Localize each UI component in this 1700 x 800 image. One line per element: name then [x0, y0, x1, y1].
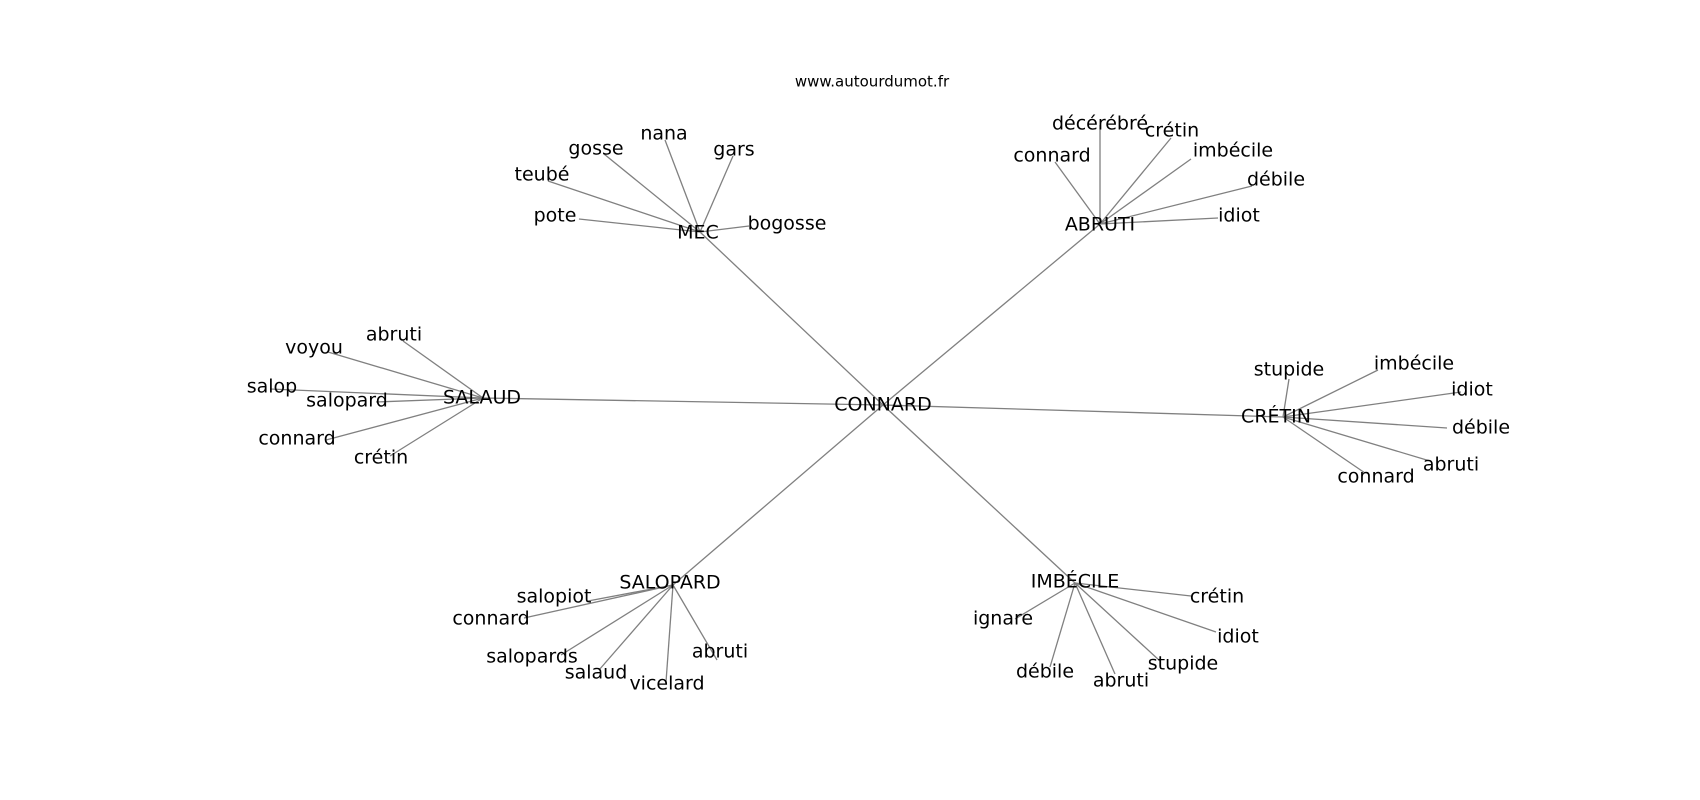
root-hub-edge	[882, 223, 1101, 406]
leaf-word-label[interactable]: crétin	[1145, 120, 1199, 142]
hub-leaf-edge	[664, 139, 701, 233]
root-hub-edge	[882, 404, 1076, 584]
leaf-word-label[interactable]: décérébré	[1052, 113, 1148, 135]
leaf-word-label[interactable]: teubé	[515, 164, 570, 186]
hub-leaf-edge	[1099, 185, 1253, 225]
hub-leaf-edge	[1054, 161, 1101, 225]
leaf-word-label[interactable]: débile	[1452, 417, 1510, 439]
leaf-word-label[interactable]: pote	[534, 205, 577, 227]
hub-leaf-edge	[1282, 416, 1448, 429]
hub-leaf-edge	[560, 584, 674, 656]
leaf-word-label[interactable]: stupide	[1148, 653, 1218, 675]
root-hub-edge	[882, 404, 1284, 418]
hub-leaf-edge	[269, 388, 484, 399]
hub-leaf-edge	[1049, 582, 1076, 668]
leaf-word-label[interactable]: salopards	[486, 646, 578, 668]
leaf-word-label[interactable]: abruti	[692, 641, 748, 663]
leaf-word-label[interactable]: ignare	[973, 608, 1033, 630]
hub-leaf-edge	[402, 340, 484, 399]
leaf-word-label[interactable]: bogosse	[748, 213, 827, 235]
leaf-word-label[interactable]: nana	[640, 123, 687, 145]
hub-word-label[interactable]: ABRUTI	[1065, 214, 1135, 236]
hub-leaf-edge	[1282, 378, 1290, 418]
hub-leaf-edge	[1074, 582, 1161, 662]
leaf-word-label[interactable]: vicelard	[629, 673, 704, 695]
leaf-word-label[interactable]: voyou	[285, 337, 343, 359]
leaf-word-label[interactable]: salopard	[306, 390, 388, 412]
hub-leaf-edge	[603, 153, 701, 233]
hub-leaf-edge	[1282, 416, 1431, 462]
hub-leaf-edge	[523, 584, 674, 619]
hub-leaf-edge	[327, 351, 484, 399]
hub-leaf-edge	[1282, 391, 1462, 418]
leaf-word-label[interactable]: débile	[1247, 169, 1305, 191]
root-hub-edge	[672, 404, 884, 586]
leaf-word-label[interactable]: idiot	[1217, 626, 1259, 648]
root-word-label[interactable]: CONNARD	[834, 394, 931, 416]
hub-word-label[interactable]: IMBÉCILE	[1031, 570, 1120, 593]
hub-leaf-edge	[1099, 137, 1172, 225]
hub-leaf-edge	[1074, 582, 1116, 675]
hub-word-label[interactable]: MEC	[677, 222, 719, 244]
leaf-word-label[interactable]: crétin	[1190, 586, 1244, 608]
leaf-word-label[interactable]: connard	[1337, 466, 1414, 488]
hub-leaf-edge	[665, 584, 674, 683]
leaf-word-label[interactable]: abruti	[366, 324, 422, 346]
leaf-word-label[interactable]: connard	[452, 608, 529, 630]
leaf-word-label[interactable]: abruti	[1423, 454, 1479, 476]
hub-leaf-edge	[1099, 158, 1192, 225]
leaf-word-label[interactable]: gosse	[568, 138, 623, 160]
edges-layer	[269, 125, 1462, 683]
leaf-word-label[interactable]: abruti	[1093, 670, 1149, 692]
leaf-word-label[interactable]: crétin	[354, 447, 408, 469]
leaf-word-label[interactable]: connard	[1013, 145, 1090, 167]
hub-leaf-edge	[389, 397, 484, 457]
source-link[interactable]: www.autourdumot.fr	[795, 73, 950, 91]
hub-leaf-edge	[1282, 369, 1379, 418]
hub-leaf-edge	[672, 584, 718, 661]
hub-leaf-edge	[1014, 582, 1076, 620]
hub-leaf-edge	[699, 155, 734, 233]
root-hub-edge	[699, 231, 884, 406]
hub-leaf-edge	[699, 225, 750, 233]
leaf-word-label[interactable]: imbécile	[1193, 140, 1273, 162]
hub-word-label[interactable]: SALOPARD	[619, 572, 720, 594]
labels-layer: nana gars gosse teubé pote bogosse MEC décérébr…	[247, 113, 1510, 695]
leaf-word-label[interactable]: débile	[1016, 661, 1074, 683]
hub-word-label[interactable]: SALAUD	[443, 387, 521, 409]
leaf-word-label[interactable]: salopiot	[517, 586, 592, 608]
hub-leaf-edge	[578, 218, 701, 233]
leaf-word-label[interactable]: imbécile	[1374, 353, 1454, 375]
hub-leaf-edge	[1074, 582, 1192, 597]
hub-leaf-edge	[1099, 217, 1219, 225]
hub-leaf-edge	[547, 180, 701, 233]
root-hub-edge	[482, 397, 884, 406]
leaf-word-label[interactable]: salaud	[565, 662, 628, 684]
hub-word-label[interactable]: CRÉTIN	[1241, 405, 1311, 428]
hub-leaf-edge	[1074, 582, 1217, 633]
leaf-word-label[interactable]: gars	[713, 139, 754, 161]
hub-leaf-edge	[1282, 416, 1366, 474]
leaf-word-label[interactable]: connard	[258, 428, 335, 450]
leaf-word-label[interactable]: idiot	[1218, 205, 1260, 227]
hub-leaf-edge	[325, 397, 484, 441]
leaf-word-label[interactable]: idiot	[1451, 379, 1493, 401]
leaf-word-label[interactable]: stupide	[1254, 359, 1324, 381]
hub-leaf-edge	[598, 584, 674, 671]
hub-leaf-edge	[375, 397, 484, 403]
leaf-word-label[interactable]: salop	[247, 376, 298, 398]
